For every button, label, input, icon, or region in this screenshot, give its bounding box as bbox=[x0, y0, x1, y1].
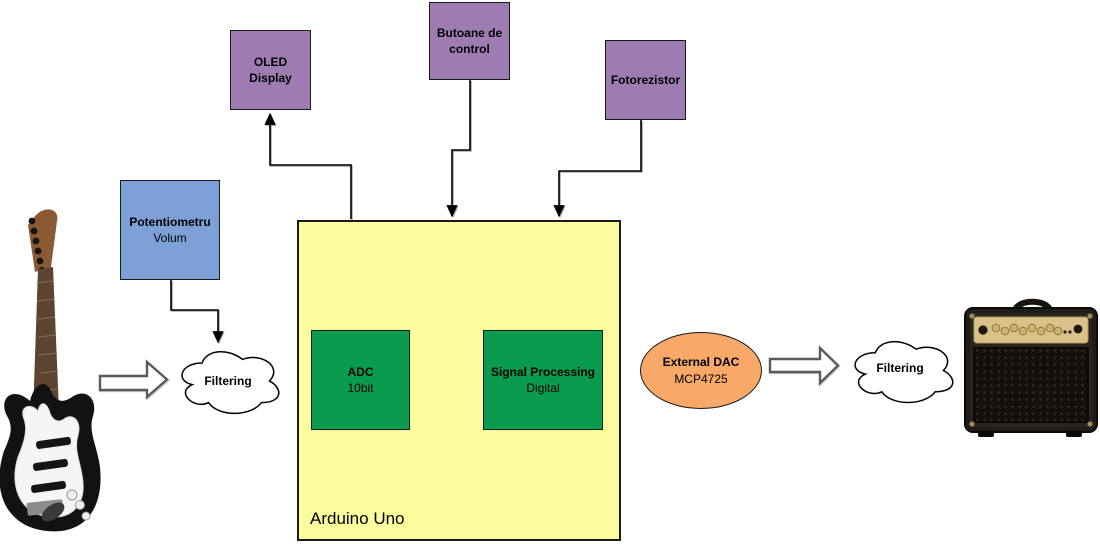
node-external-dac: External DAC MCP4725 bbox=[640, 332, 762, 409]
node-adc: ADC 10bit bbox=[311, 330, 410, 430]
arduino-uno-label: Arduino Uno bbox=[310, 509, 405, 529]
block-arrow-dac-to-filtering bbox=[768, 345, 840, 386]
potentiometru-label-line2: Volum bbox=[153, 231, 187, 245]
filtering-input-label: Filtering bbox=[204, 374, 252, 388]
adc-label-line2: 10bit bbox=[347, 381, 374, 395]
connector-potentiometru-to-filtering bbox=[170, 280, 224, 344]
block-arrow-guitar-to-filtering bbox=[98, 359, 169, 400]
connector-arduino-to-oled bbox=[264, 112, 352, 219]
signal-processing-label-line1: Signal Processing bbox=[490, 364, 596, 379]
electric-guitar-illustration bbox=[0, 209, 101, 532]
butoane-label-line1: Butoane de bbox=[436, 25, 503, 40]
oled-display-label-line1: OLED bbox=[253, 54, 288, 69]
signal-processing-label-line2: Digital bbox=[526, 381, 560, 395]
external-dac-label-line2: MCP4725 bbox=[674, 371, 728, 386]
node-oled-display: OLED Display bbox=[230, 30, 311, 110]
oled-display-label-line2: Display bbox=[249, 71, 292, 85]
filtering-output-cloud bbox=[854, 340, 954, 404]
node-fotorezistor: Fotorezistor bbox=[605, 40, 686, 120]
connector-fotorezistor-to-arduino bbox=[553, 120, 642, 218]
adc-label-line1: ADC bbox=[347, 364, 374, 379]
filtering-output-label: Filtering bbox=[876, 361, 924, 375]
connector-butoane-to-arduino bbox=[446, 80, 471, 218]
node-signal-processing: Signal Processing Digital bbox=[483, 330, 603, 430]
external-dac-label-line1: External DAC bbox=[662, 355, 740, 370]
guitar-amplifier-illustration bbox=[964, 298, 1098, 437]
potentiometru-label-line1: Potentiometru bbox=[129, 214, 211, 229]
fotorezistor-label: Fotorezistor bbox=[610, 72, 681, 87]
node-potentiometru-volum: Potentiometru Volum bbox=[120, 180, 220, 280]
butoane-label-line2: control bbox=[449, 42, 490, 56]
filtering-input-cloud bbox=[181, 351, 280, 415]
node-butoane-de-control: Butoane de control bbox=[429, 2, 510, 80]
